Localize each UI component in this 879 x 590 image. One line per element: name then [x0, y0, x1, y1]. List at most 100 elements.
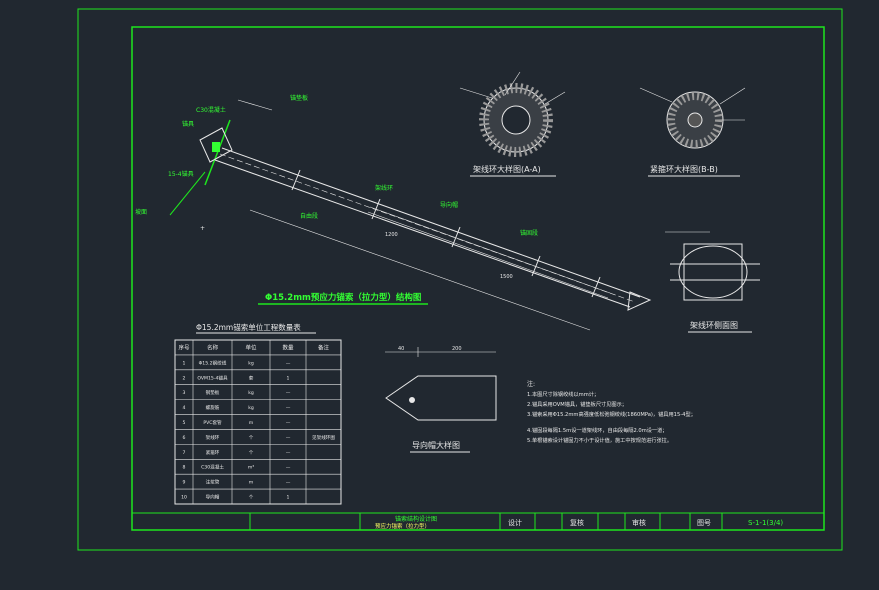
notes-heading: 注: — [527, 380, 535, 388]
guide-cap-hole — [409, 397, 415, 403]
table-header-cell: 序号 — [178, 343, 190, 351]
spacer-ring-5 — [591, 276, 601, 298]
table-cell: PVC套管 — [203, 419, 222, 426]
leader-bb-1 — [639, 87, 673, 103]
table-cell: — — [286, 481, 291, 486]
borehole-upper — [221, 147, 641, 298]
table-cell: 1 — [287, 375, 290, 381]
table-cell: 1 — [183, 360, 186, 366]
guide-cap-shape — [627, 291, 652, 311]
table-cell: — — [286, 361, 291, 366]
spacer-ring-1 — [291, 169, 301, 191]
dimension-line-top — [237, 99, 273, 111]
dim-free: 1200 — [385, 232, 398, 238]
note-2: 2.锚具采用OVM锚具，锚垫板尺寸见图示； — [527, 400, 627, 408]
guide-dim-2: 200 — [452, 346, 462, 352]
table-cell: 个 — [249, 495, 254, 501]
spacer-side-view: 架线环侧面图 — [665, 231, 760, 333]
table-cell: 套 — [249, 374, 254, 381]
outer-frame — [77, 8, 843, 551]
dim-bond: 1500 — [500, 274, 513, 280]
table-header-cell: 数量 — [282, 343, 294, 351]
bond-hatch-2 — [367, 211, 609, 299]
table-cell: 钢垫板 — [206, 389, 220, 396]
table-cell: 个 — [249, 435, 254, 441]
dimension-line-total — [249, 209, 591, 331]
leader-bb-2 — [719, 87, 746, 105]
table-cell: — — [286, 466, 291, 471]
table-cell: — — [286, 451, 291, 456]
section-bb: 紧箍环大样图(B-B) — [639, 87, 746, 177]
section-aa: 架线环大样图(A-A) — [459, 71, 566, 177]
label-bearing-plate: 锚垫板 — [290, 94, 308, 102]
table-cell: kg — [248, 360, 254, 366]
label-gyb: C30混凝土 — [196, 106, 226, 114]
table-cell: 6 — [183, 435, 186, 441]
section-bb-title: 紧箍环大样图(B-B) — [650, 164, 718, 174]
table-cell: kg — [248, 405, 254, 411]
table-cell: 架线环 — [206, 434, 220, 441]
guide-cap-outline — [385, 375, 497, 421]
cable-centerline — [219, 153, 636, 303]
table-cell: — — [286, 391, 291, 396]
guide-title: 导向帽大样图 — [412, 440, 460, 450]
section-aa-inner — [501, 105, 531, 135]
spacer-ellipse — [678, 245, 748, 299]
leader-aa-3 — [544, 91, 566, 105]
table-cell: 注浆管 — [206, 479, 220, 486]
leader-aa-1 — [459, 87, 493, 99]
note-4: 4.锚固段每隔1.5m设一道架线环，自由段每隔2.0m设一道； — [527, 426, 668, 434]
title-block: 锚索结构设计图 预应力锚索（拉力型） 设计 复核 审核 图号 S-1-1(3/4… — [132, 512, 824, 530]
inner-frame — [131, 26, 825, 531]
tb-drawing-no: S-1-1(3/4) — [748, 519, 783, 527]
leader-aa-2 — [504, 71, 521, 96]
label-slope: 坡面 — [135, 208, 147, 216]
bearing-plate — [212, 142, 220, 152]
marker-plus: + — [200, 225, 205, 232]
table-cell: 9 — [183, 480, 186, 486]
tb-drawing-no-label: 图号 — [697, 519, 711, 527]
anchor-head-block — [199, 127, 233, 163]
slope-line — [204, 119, 231, 186]
spacer-box — [683, 243, 743, 301]
table-header-cell: 备注 — [318, 343, 330, 351]
table-cell: — — [286, 406, 291, 411]
tb-project-line1: 锚索结构设计图 — [395, 515, 437, 523]
table-header-cell: 名称 — [207, 343, 219, 351]
tb-review: 审核 — [632, 518, 646, 527]
table-cell: C30混凝土 — [201, 464, 224, 471]
tb-design: 设计 — [508, 518, 522, 527]
bond-hatch-1 — [369, 206, 611, 294]
table-cell: 4 — [183, 405, 186, 411]
note-5: 5.单根锚索设计锚固力不小于设计值，施工中按规范进行张拉。 — [527, 436, 672, 444]
spacer-title: 架线环侧面图 — [690, 320, 738, 330]
table-cell: m — [249, 481, 254, 486]
table-cell: 导向帽 — [206, 494, 220, 501]
notes-block: 注: 1.本图尺寸除钢绞线以mm计； 2.锚具采用OVM锚具，锚垫板尺寸见图示；… — [527, 380, 696, 444]
main-title: Φ15.2mm预应力锚索（拉力型）结构图 — [265, 292, 421, 303]
slope-line-lower — [169, 171, 206, 216]
table-cell: 7 — [183, 450, 186, 456]
tb-check: 复核 — [570, 518, 584, 527]
table-cell: — — [286, 436, 291, 441]
table-cell: m — [249, 421, 254, 426]
label-cable: 15-4锚具 — [168, 170, 194, 178]
table-cell: 紧箍环 — [206, 449, 220, 456]
table-cell: 8 — [183, 465, 186, 471]
label-bond-section: 锚固段 — [520, 229, 538, 237]
table-cell: 5 — [183, 420, 186, 426]
table-cell: 见架线环图 — [312, 434, 335, 441]
section-aa-hatch — [479, 83, 553, 157]
note-1: 1.本图尺寸除钢绞线以mm计； — [527, 390, 599, 398]
spacer-ring-4 — [531, 255, 541, 277]
table-cell: — — [286, 421, 291, 426]
anchor-cable-diagram: C30混凝土 锚具 15-4锚具 坡面 锚垫板 架线环 导向帽 自由段 锚固段 … — [135, 94, 652, 331]
label-ring: 架线环 — [375, 184, 393, 192]
label-guide-cap: 导向帽 — [440, 201, 458, 209]
section-bb-core — [687, 112, 703, 128]
tb-project-line2: 预应力锚索（拉力型） — [375, 522, 430, 530]
table-frame — [174, 339, 342, 505]
label-anchor-head: 锚具 — [182, 120, 194, 128]
table-cell: 2 — [183, 375, 186, 381]
